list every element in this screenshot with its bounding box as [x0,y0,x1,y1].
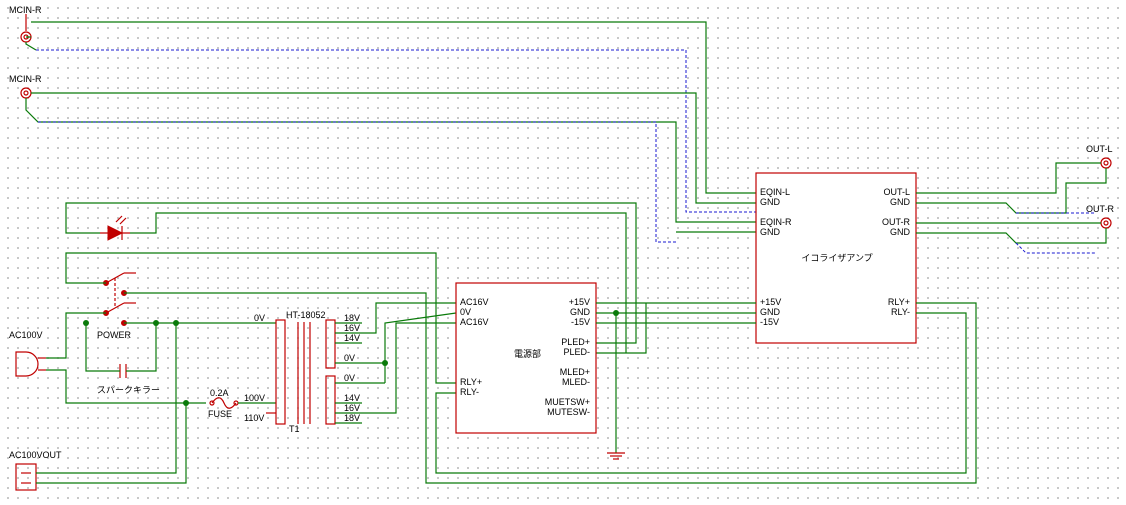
eq-pin-eqin-r: EQIN-R [760,217,792,227]
ac-out-wire-2 [36,403,187,484]
eq-pin-rly-minus: RLY- [891,307,910,317]
mcin-mid-shield-wire [38,121,676,243]
junction-dot [153,320,159,326]
mcin-mid-ground-wire [25,98,756,223]
psu-pin-mutesw-plus: MUETSW+ [545,397,590,407]
out-l-label: OUT-L [1086,144,1113,154]
mcin-top-signal-wire [25,36,37,51]
sec-b-14v: 14V [344,393,360,403]
mcin-mid-hot-wire [31,92,756,204]
sec-a-18v: 18V [344,313,360,323]
sec-a-0v: 0V [344,353,355,363]
junction-dot [83,320,89,326]
out-l-ground-wire [916,168,1107,214]
mcin-mid-connector: MCIN-R [9,74,42,99]
power-switch-label: POWER [97,330,132,340]
out-r-label: OUT-R [1086,204,1114,214]
mcin-mid-label: MCIN-R [9,74,42,84]
sec-a-ac16v-wire [362,302,456,334]
mcin-top-label: MCIN-R [9,5,42,15]
fuse-label: FUSE [208,409,232,419]
ac-neutral-wire [46,369,206,404]
psu-pin-pled-plus: PLED+ [561,337,590,347]
sec-b-16v: 16V [344,403,360,413]
psu-pin-pled-minus: PLED- [563,347,590,357]
transformer-part: HT-18052 [286,310,326,320]
sec-b-0v: 0V [344,373,355,383]
eq-pin-minus15v: -15V [760,317,779,327]
eq-block-name: イコライザアンプ [801,253,872,263]
primary-100v: 100V [244,393,265,403]
transformer-t1: HT-18052 T1 0V 100V 110V 18V 16V 14V 0V … [244,310,360,434]
led-cathode-wire [130,212,627,353]
psu-pin-ac16v-2: AC16V [460,317,489,327]
eq-pin-rly-plus: RLY+ [888,297,910,307]
fuse: 0.2A FUSE [208,388,239,419]
ac-in-label: AC100V [9,330,43,340]
psu-pin-rly-plus: RLY+ [460,377,482,387]
relay-minus-wire [435,312,967,474]
eq-pin-out-r: OUT-R [882,217,910,227]
out-r-connector: OUT-R [1086,204,1114,229]
eq-pin-out-gnd-1: GND [890,197,911,207]
transformer-ref: T1 [289,424,300,434]
sec-a-16v: 16V [344,323,360,333]
psu-pin-mled-plus: MLED+ [560,367,590,377]
psu-pin-mutesw-minus: MUTESW- [547,407,590,417]
primary-110v: 110V [244,413,264,423]
equalizer-amp-block: イコライザアンプ EQIN-L GND EQIN-R GND +15V GND … [755,172,917,344]
ac-out-wire-1 [36,323,177,474]
led-cathode-wire-2 [596,303,647,354]
psu-pin-0v: 0V [460,307,471,317]
eq-pin-out-l: OUT-L [883,187,910,197]
sec-b-ac16v-wire [362,322,456,414]
center-tap-wire [384,312,457,383]
power-supply-block: 電源部 AC16V 0V AC16V RLY+ RLY- +15V GND -1… [455,282,597,434]
sec-b-18v: 18V [344,413,360,423]
psu-pin-ac16v-1: AC16V [460,297,489,307]
out-r-shield-wire [1015,242,1096,254]
spark-killer-label: スパークキラー [97,385,160,395]
secondary-stubs [335,322,385,424]
mcin-top-shield-wire [36,49,756,213]
eq-pin-gnd-1: GND [760,197,781,207]
eq-pin-gnd-3: GND [760,307,781,317]
sec-a-14v: 14V [344,333,360,343]
ac100v-plug: AC100V [9,330,46,377]
mcin-top-connector: MCIN-R [9,5,42,43]
ac-out-label: AC100VOUT [9,450,62,460]
psu-pin-minus15v: -15V [571,317,590,327]
psu-block-name: 電源部 [514,348,541,359]
eq-pin-plus15v: +15V [760,297,781,307]
power-led [100,215,130,241]
eq-pin-eqin-l: EQIN-L [760,187,790,197]
ground-symbol [607,452,625,460]
switch-pole-wire [124,292,977,484]
psu-pin-rly-minus: RLY- [460,387,479,397]
primary-0v: 0V [254,313,265,323]
out-l-connector: OUT-L [1086,144,1113,169]
led-anode-wire [65,202,637,344]
spark-killer-wire [85,323,157,372]
junction-dot [382,360,388,366]
psu-pin-mled-minus: MLED- [562,377,590,387]
out-l-wire [916,162,1101,194]
psu-pin-plus15v: +15V [569,297,590,307]
out-r-ground-wire [916,228,1107,244]
ac-line-wire [46,312,106,359]
eq-pin-gnd-2: GND [760,227,781,237]
ac100v-outlet: AC100VOUT [9,450,62,491]
eq-pin-out-gnd-2: GND [890,227,911,237]
psu-pin-gnd: GND [570,307,591,317]
junction-dot [613,310,619,316]
spark-killer: スパークキラー [97,364,160,395]
mcin-top-hot-wire [31,21,756,194]
fuse-rating: 0.2A [210,388,229,398]
switch-relay-wire [65,252,456,384]
